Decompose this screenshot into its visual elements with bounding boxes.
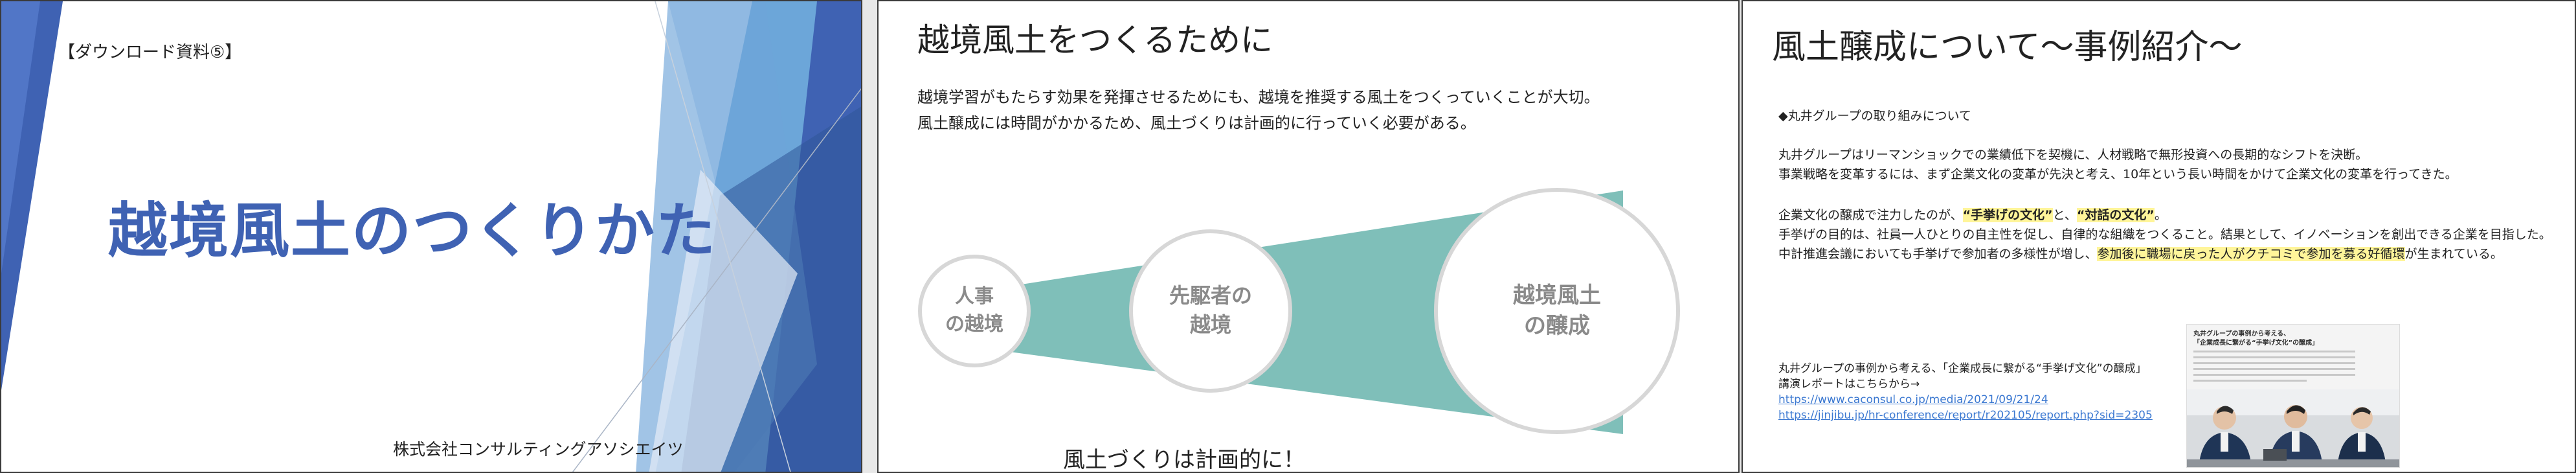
- highlight-taiwa: “対話の文化”: [2076, 208, 2155, 222]
- case-paragraph-1: 丸井グループはリーマンショックでの業績低下を契機に、人材戦略で無形投資への長期的…: [1778, 145, 2458, 184]
- circle-medium-label-2: 越境: [1190, 312, 1231, 337]
- slide2-title: 越境風土をつくるために: [917, 21, 1273, 59]
- growth-diagram: 人事 の越境 先駆者の 越境 越境風土 の醸成: [918, 188, 1680, 434]
- footer-line: 丸井グループの事例から考える、「企業成長に繋がる“手挙げ文化”の醸成」: [1778, 362, 2147, 375]
- report-link-2[interactable]: https://jinjibu.jp/hr-conference/report/…: [1778, 409, 2153, 422]
- report-link-1[interactable]: https://www.caconsul.co.jp/media/2021/09…: [1778, 393, 2048, 406]
- slide-culture-building: 越境風土をつくるために 越境学習がもたらす効果を発揮させるためにも、越境を推奨す…: [877, 0, 1740, 473]
- paragraph-line: 事業戦略を変革するには、まず企業文化の変革が先決と考え、10年という長い時間をか…: [1778, 167, 2458, 181]
- circle-small-label-1: 人事: [955, 285, 994, 308]
- circle-medium-label-1: 先駆者の: [1169, 283, 1252, 308]
- thumbnail-heading: 丸井グループの事例から考える、 「企業成長に繋がる“手挙げ文化”の醸成」: [2193, 330, 2319, 347]
- footer-line: 講演レポートはこちらから→: [1778, 378, 1920, 391]
- slide3-title: 風土醸成について～事例紹介～: [1772, 28, 2243, 67]
- circle-small: [918, 255, 1031, 367]
- report-thumbnail: 丸井グループの事例から考える、 「企業成長に繋がる“手挙げ文化”の醸成」: [2186, 324, 2400, 468]
- case-heading: ◆丸井グループの取り組みについて: [1778, 109, 1971, 123]
- slide2-description: 越境学習がもたらす効果を発揮させるためにも、越境を推奨する風土をつくっていくこと…: [917, 84, 1600, 136]
- circle-medium: [1129, 229, 1292, 393]
- circle-large-label-2: の醸成: [1524, 313, 1590, 339]
- paragraph-line: 企業文化の醸成で注力したのが、“手挙げの文化”と、“対話の文化”。: [1778, 208, 2167, 222]
- company-name: 株式会社コンサルティングアソシエイツ: [393, 440, 684, 459]
- case-paragraph-2: 企業文化の醸成で注力したのが、“手挙げの文化”と、“対話の文化”。 手挙げの目的…: [1778, 205, 2551, 264]
- circle-large-label-1: 越境風土: [1513, 283, 1601, 308]
- highlight-teage: “手挙げの文化”: [1962, 208, 2053, 222]
- description-line: 風土醸成には時間がかかるため、風土づくりは計画的に行っていく必要がある。: [917, 114, 1476, 132]
- highlight-cycle: 参加後に職場に戻った人がクチコミで参加を募る好循環: [2097, 247, 2405, 261]
- slide-case-study: 風土醸成について～事例紹介～ ◆丸井グループの取り組みについて 丸井グループはリ…: [1742, 0, 2576, 473]
- paragraph-line: 丸井グループはリーマンショックでの業績低下を契機に、人材戦略で無形投資への長期的…: [1778, 148, 2368, 162]
- thumbnail-text-lines: [2193, 351, 2355, 386]
- description-line: 越境学習がもたらす効果を発揮させるためにも、越境を推奨する風土をつくっていくこと…: [917, 88, 1600, 106]
- paragraph-line: 中計推進会議においても手挙げで参加者の多様性が増し、参加後に職場に戻った人がクチ…: [1778, 247, 2503, 261]
- slide1-title: 越境風土のつくりかた: [108, 196, 717, 266]
- case-footer: 丸井グループの事例から考える、「企業成長に繋がる“手挙げ文化”の醸成」 講演レポ…: [1778, 361, 2153, 423]
- speakers-photo: [2187, 389, 2399, 467]
- circle-large: [1434, 188, 1680, 434]
- slide-title: 【ダウンロード資料⑤】 越境風土のつくりかた 株式会社コンサルティングアソシエイ…: [0, 0, 862, 473]
- slide2-conclusion: 風土づくりは計画的に！: [1063, 447, 1305, 473]
- paragraph-line: 手挙げの目的は、社員一人ひとりの自主性を促し、自律的な組織をつくること。結果とし…: [1778, 227, 2551, 242]
- circle-small-label-2: の越境: [945, 313, 1003, 336]
- download-tag: 【ダウンロード資料⑤】: [58, 43, 242, 62]
- slide1-decoration: [1, 1, 861, 472]
